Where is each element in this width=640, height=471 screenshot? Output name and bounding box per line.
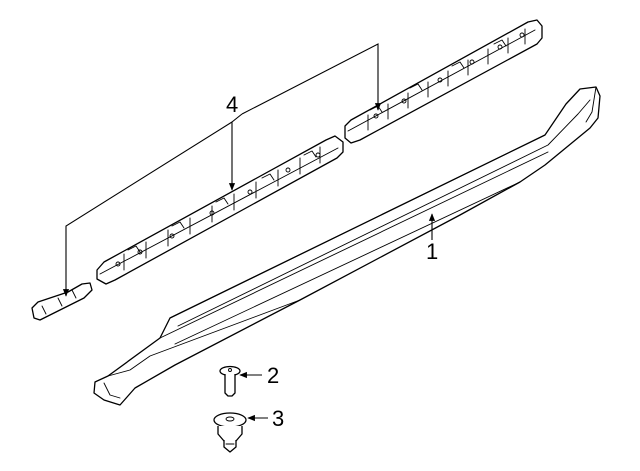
moulding-end-bracket bbox=[31, 282, 93, 321]
callout-4: 4 bbox=[226, 92, 238, 117]
moulding-front-segment bbox=[96, 135, 344, 285]
leader-lines bbox=[62, 43, 436, 422]
rocker-panel bbox=[93, 86, 601, 406]
callout-3: 3 bbox=[272, 406, 284, 431]
moulding-rear-segment bbox=[344, 19, 543, 144]
callout-2: 2 bbox=[267, 363, 279, 388]
callout-1: 1 bbox=[426, 239, 438, 264]
push-rivet bbox=[213, 412, 247, 453]
clip-pin bbox=[219, 365, 241, 397]
